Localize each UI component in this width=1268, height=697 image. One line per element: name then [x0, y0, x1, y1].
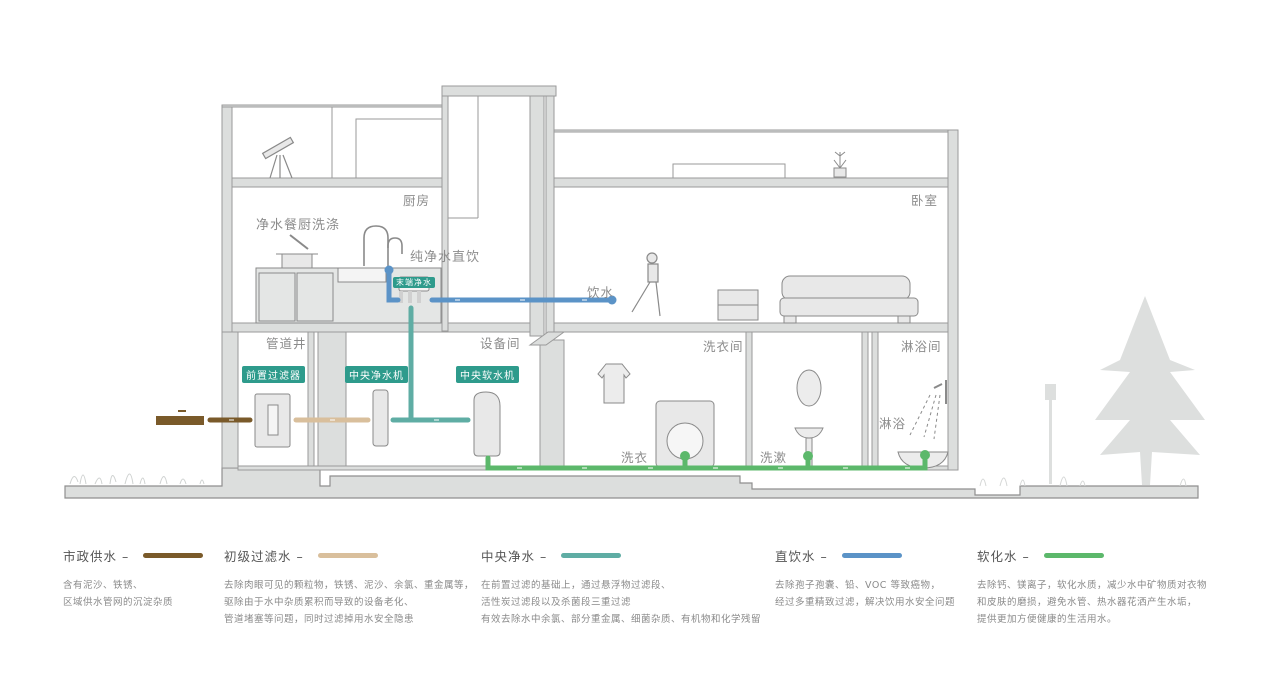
- pot-icon: [276, 234, 318, 269]
- central-softener-device: [473, 391, 501, 457]
- telescope-icon: [261, 136, 295, 179]
- central-purifier-device: [372, 389, 389, 447]
- legend-line: 含有泥沙、铁锈、: [63, 580, 144, 591]
- legend-swatch: [317, 553, 378, 558]
- legend-description: 去除孢子孢囊、铅、VOC 等致癌物， 经过多重精致过滤，解决饮用水安全问题: [775, 577, 955, 611]
- legend-softened: 软化水 – 去除钙、镁离子，软化水质，减少水中矿物质对衣物 和皮肤的磨损，避免水…: [977, 546, 1207, 628]
- robe-icon: [597, 363, 631, 404]
- room-label-shower-room: 淋浴间: [901, 339, 942, 354]
- legend-direct-drink: 直饮水 – 去除孢子孢囊、铅、VOC 等致癌物， 经过多重精致过滤，解决饮用水安…: [775, 546, 955, 611]
- room-label-laundry-room: 洗衣间: [703, 339, 744, 354]
- annotation-laundry: 洗衣: [621, 450, 649, 465]
- tag-central-softener: 中央软水机: [456, 366, 519, 383]
- legend-primary-filtered: 初级过滤水 – 去除肉眼可见的颗粒物，铁锈、泥沙、余氯、重金属等， 驱除由于水中…: [224, 546, 474, 628]
- room-label-kitchen: 厨房: [403, 193, 431, 208]
- annotation-kitchen-wash: 净水餐厨洗涤: [256, 218, 341, 233]
- grass-left: [69, 473, 205, 485]
- legend-title: 市政供水 –: [63, 549, 130, 564]
- ground: [64, 467, 1199, 499]
- plant-icon: [833, 151, 847, 178]
- legend-line: 提供更加方便健康的生活用水。: [977, 614, 1118, 625]
- legend-line: 驱除由于水中杂质累积而导致的设备老化、: [224, 597, 415, 608]
- legend-line: 在前置过滤的基础上，通过悬浮物过滤段、: [481, 580, 672, 591]
- tag-point-of-use: 末端净水: [393, 277, 435, 288]
- legend-swatch: [841, 553, 902, 558]
- pipe-direct-drink-end-node: [607, 295, 617, 305]
- legend-line: 活性炭过滤段以及杀菌段三重过滤: [481, 597, 632, 608]
- legend-line: 和皮肤的磨损，避免水管、热水器花洒产生水垢，: [977, 597, 1198, 608]
- legend-line: 区域供水管网的沉淀杂质: [63, 597, 174, 608]
- legend-line: 管道堵塞等问题，同时过滤掉用水安全隐患: [224, 614, 415, 625]
- lamp-post-icon: [1045, 384, 1056, 484]
- legend-municipal: 市政供水 – 含有泥沙、铁锈、 区域供水管网的沉淀杂质: [63, 546, 204, 611]
- legend-swatch: [1043, 553, 1104, 558]
- legend-central-purified: 中央净水 – 在前置过滤的基础上，通过悬浮物过滤段、 活性炭过滤段以及杀菌段三重…: [481, 546, 761, 628]
- pipe-central-purified: [390, 305, 471, 423]
- legend-line: 有效去除水中余氯、部分重金属、细菌杂质、有机物和化学残留: [481, 614, 762, 625]
- legend-line: 去除钙、镁离子，软化水质，减少水中矿物质对衣物: [977, 580, 1208, 591]
- legend-title: 直饮水 –: [775, 549, 828, 564]
- legend-swatch: [143, 553, 204, 558]
- pipe-softened-nodes: [680, 450, 930, 461]
- legend-title: 软化水 –: [977, 549, 1030, 564]
- annotation-pure-direct-drink: 纯净水直饮: [410, 250, 481, 265]
- pipe-direct-drink-tap-node: [384, 265, 394, 275]
- legend-title: 初级过滤水 –: [224, 549, 304, 564]
- legend-description: 去除钙、镁离子，软化水质，减少水中矿物质对衣物 和皮肤的磨损，避免水管、热水器花…: [977, 577, 1207, 628]
- legend-line: 去除肉眼可见的颗粒物，铁锈、泥沙、余氯、重金属等，: [224, 580, 475, 591]
- legend-description: 在前置过滤的基础上，通过悬浮物过滤段、 活性炭过滤段以及杀菌段三重过滤 有效去除…: [481, 577, 761, 628]
- annotation-shower: 淋浴: [879, 416, 907, 431]
- tree-icon: [1095, 296, 1205, 485]
- grass-right: [979, 476, 1187, 487]
- bedroom-furniture: [717, 275, 919, 324]
- pre-filter-device: [254, 393, 291, 448]
- legend-line: 经过多重精致过滤，解决饮用水安全问题: [775, 597, 956, 608]
- legend-description: 含有泥沙、铁锈、 区域供水管网的沉淀杂质: [63, 577, 203, 611]
- tag-pre-filter: 前置过滤器: [242, 366, 305, 383]
- attic-details: [331, 96, 786, 219]
- annotation-drinking: 饮水: [587, 285, 615, 300]
- legend-title: 中央净水 –: [481, 549, 548, 564]
- room-label-equipment-room: 设备间: [480, 336, 521, 351]
- legend-swatch: [561, 553, 622, 558]
- person-walking-icon: [631, 252, 661, 317]
- room-label-pipe-well: 管道井: [266, 336, 307, 351]
- faucet-icon: [363, 225, 403, 266]
- legend-description: 去除肉眼可见的颗粒物，铁锈、泥沙、余氯、重金属等， 驱除由于水中杂质累积而导致的…: [224, 577, 474, 628]
- tag-central-purifier: 中央净水机: [345, 366, 408, 383]
- room-label-bedroom: 卧室: [911, 193, 939, 208]
- flow-arrows: [229, 299, 910, 469]
- legend-line: 去除孢子孢囊、铅、VOC 等致癌物，: [775, 580, 941, 591]
- annotation-washing-up: 洗漱: [760, 450, 788, 465]
